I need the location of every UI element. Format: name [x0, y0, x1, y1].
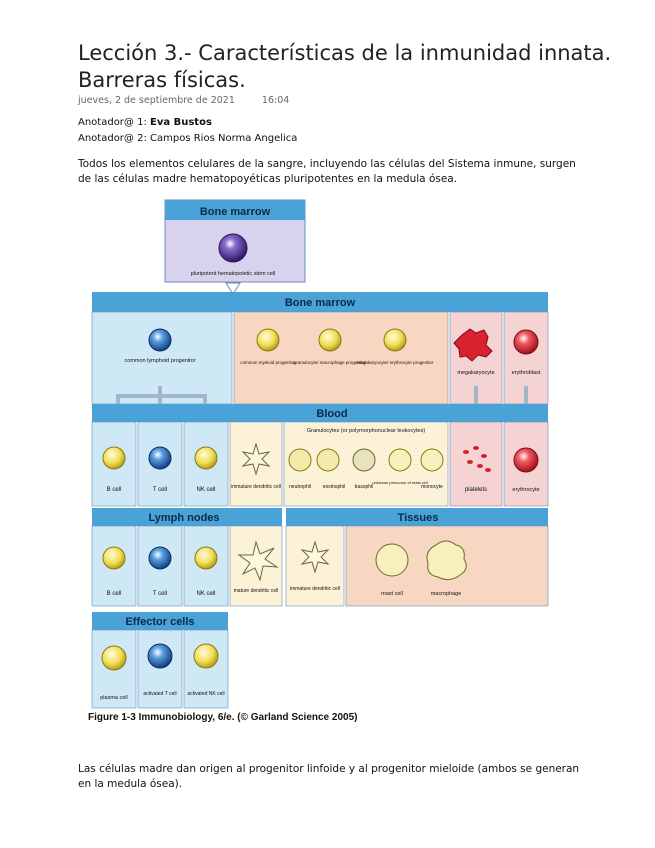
immature-dendritic-label: immature dendritic cell — [231, 484, 281, 490]
mature-dendritic-label: mature dendritic cell — [234, 588, 279, 594]
page-title: Lección 3.- Características de la inmuni… — [78, 41, 612, 92]
eosinophil-icon — [316, 448, 340, 472]
bone-marrow-top-label: Bone marrow — [200, 206, 271, 218]
note-date: jueves, 2 de septiembre de 2021 — [78, 95, 235, 106]
activated-nk-icon — [193, 643, 219, 669]
ln-b-cell-label: B cell — [107, 591, 122, 597]
nk-cell-icon — [194, 446, 218, 470]
gm-progenitor-label: granulocyte/ macrophage progenitor — [294, 360, 367, 365]
platelets-label: platelets — [465, 487, 487, 493]
ln-nk-cell-label: NK cell — [196, 591, 215, 597]
note-time: 16:04 — [261, 95, 290, 106]
gm-progenitor-icon — [318, 328, 342, 352]
neutrophil-label: neutrophil — [289, 484, 311, 490]
basophil-icon — [352, 448, 376, 472]
nk-cell-label: NK cell — [196, 487, 215, 493]
b-cell-label: B cell — [107, 487, 122, 493]
plasma-cell-label: plasma cell — [100, 695, 128, 701]
t-cell-label: T cell — [153, 487, 167, 493]
stem-cell-icon — [218, 233, 248, 263]
platelets-icon — [463, 446, 491, 472]
bone-marrow-band-label: Bone marrow — [285, 297, 356, 309]
neutrophil-icon — [288, 448, 312, 472]
plasma-cell-icon — [101, 645, 127, 671]
t-cell-icon — [148, 446, 172, 470]
megakaryocyte-icon — [453, 328, 493, 362]
mast-cell-icon — [375, 543, 409, 577]
mast-cell-label: mast cell — [381, 591, 403, 597]
svg-text:common lymphoid progenitor: common lymphoid progenitor — [125, 358, 196, 364]
tissues-label: Tissues — [398, 512, 439, 524]
megakaryocyte-label: megakaryocyte — [457, 370, 494, 376]
activated-t-icon — [147, 643, 173, 669]
activated-t-label: activated T cell — [143, 691, 176, 697]
b-cell-icon — [102, 446, 126, 470]
ln-t-cell-label: T cell — [153, 591, 167, 597]
macrophage-icon — [426, 540, 467, 581]
activated-nk-label: activated NK cell — [187, 691, 224, 697]
eosinophil-label: eosinophil — [323, 484, 346, 490]
tissue-dendritic-icon — [300, 540, 330, 574]
precursor-icon — [388, 448, 412, 472]
erythrocyte-label: erythrocyte — [512, 487, 539, 493]
stem-cell-label: pluripotent hematopoietic stem cell — [191, 271, 276, 277]
intro-paragraph: Todos los elementos celulares de la sang… — [78, 158, 576, 185]
me-progenitor-label: megakaryocyte/ erythrocyte progenitor — [357, 360, 434, 365]
annotator-1-name: Eva Bustos — [150, 117, 212, 128]
tissue-dendritic-label: immature dendritic cell — [290, 586, 340, 592]
lymph-nodes-label: Lymph nodes — [148, 512, 219, 524]
unknown-precursor-label: unknown precursor of mast cell — [372, 480, 427, 485]
annotator-1: Anotador@ 1: Eva Bustos — [78, 117, 212, 128]
immature-dendritic-icon — [241, 442, 271, 476]
me-progenitor-icon — [383, 328, 407, 352]
common-myeloid-label: common myeloid progenitor — [240, 360, 296, 365]
common-lymphoid-label: common lymphoid progenitor — [125, 358, 196, 364]
annotator-1-label: Anotador@ 1: — [78, 117, 147, 128]
erythroblast-label: erythroblast — [512, 370, 541, 376]
lymphoid-progenitor-icon — [148, 328, 172, 352]
ln-nk-cell-icon — [194, 546, 218, 570]
blood-label: Blood — [316, 408, 347, 420]
monocyte-label: monocyte — [421, 484, 443, 490]
monocyte-icon — [420, 448, 444, 472]
annotator-2: Anotador@ 2: Campos Rios Norma Angelica — [78, 133, 297, 144]
erythroblast-icon — [513, 329, 539, 355]
annotator-2-name: Campos Rios Norma Angelica — [150, 133, 298, 144]
ln-b-cell-icon — [102, 546, 126, 570]
annotator-2-label: Anotador@ 2: — [78, 133, 147, 144]
erythrocyte-icon — [513, 447, 539, 473]
closing-paragraph: Las células madre dan origen al progenit… — [78, 763, 580, 790]
note-datetime: jueves, 2 de septiembre de 2021 16:04 — [78, 95, 313, 106]
ln-t-cell-icon — [148, 546, 172, 570]
effector-cells-label: Effector cells — [125, 616, 194, 628]
figure-caption: Figure 1-3 Immunobiology, 6/e. (© Garlan… — [88, 712, 358, 723]
mature-dendritic-icon — [237, 540, 279, 582]
granulocytes-label: Granulocytes (or polymorphonuclear leuko… — [307, 428, 425, 434]
myeloid-progenitor-icon — [256, 328, 280, 352]
macrophage-label: macrophage — [431, 591, 462, 597]
basophil-label: basophil — [355, 484, 374, 490]
